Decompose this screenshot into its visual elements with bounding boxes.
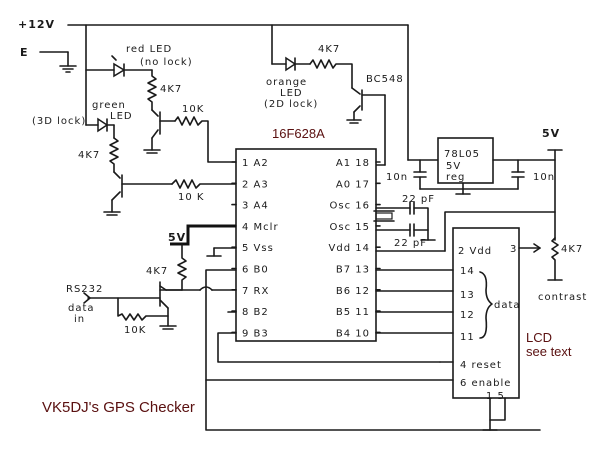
resistor-orange — [309, 59, 353, 89]
mcu-right-pin-11: B5 11 — [336, 307, 370, 318]
supply-label: +12V — [18, 18, 55, 31]
mcu-right-pin-18: A1 18 — [336, 158, 370, 169]
contrast-pot — [518, 237, 563, 281]
orange-led-note: (2D lock) — [264, 99, 318, 110]
orange-led — [271, 24, 311, 72]
mcu-right-pin-15: Osc 15 — [330, 222, 370, 233]
orange-led-label-1: orange — [266, 77, 307, 88]
lcd-ground — [482, 397, 506, 431]
data-in-label-1: data — [68, 303, 95, 314]
regulator-line2: 5V — [446, 161, 461, 172]
transistor-green — [103, 171, 173, 216]
mclr-5v-line — [170, 224, 236, 246]
lcd-pin-vdd: 2 Vdd — [458, 246, 492, 257]
mcu-left-pin-7: 7 RX — [242, 286, 269, 297]
lcd-pin-reset: 4 reset — [460, 360, 502, 371]
resistor-base2-value: 10 K — [178, 192, 204, 203]
lcd-pin-11: 11 — [460, 332, 475, 343]
mcu-right-pin-14: Vdd 14 — [329, 243, 370, 254]
regulator-line1: 78L05 — [444, 149, 480, 160]
diagram-title: VK5DJ's GPS Checker — [42, 399, 195, 416]
green-led — [85, 117, 115, 139]
contrast-label: contrast — [538, 292, 587, 303]
b0-wire — [205, 269, 541, 431]
lcd-data-label: data — [494, 300, 521, 311]
mcu-left-pin-2: 2 A3 — [242, 179, 269, 190]
resistor-base-green — [171, 179, 241, 189]
transistor-bc548-label: BC548 — [366, 74, 404, 85]
orange-led-label-2: LED — [280, 88, 303, 99]
mcu-left-pin-1: 1 A2 — [242, 158, 269, 169]
resistor-rs232-value: 10K — [124, 325, 146, 336]
vdd-wiring — [375, 211, 556, 252]
lcd-label: LCD — [526, 330, 552, 345]
data-in-label-2: in — [74, 314, 85, 325]
resistor-rs232 — [117, 297, 169, 321]
mcu-right-pin-13: B7 13 — [336, 265, 370, 276]
red-led-label: red LED — [126, 44, 172, 55]
power-rail-12v — [67, 24, 439, 161]
regulator-wiring — [413, 149, 563, 241]
red-led-note: (no lock) — [140, 57, 193, 68]
rs232-label: RS232 — [66, 284, 103, 295]
lcd-pin-14: 14 — [460, 266, 475, 277]
mcu-left-pin-8: 8 B2 — [242, 307, 269, 318]
lcd-pin-gnd: 1 5 — [486, 391, 505, 402]
green-led-label-2: LED — [110, 111, 133, 122]
lcd-pin-12: 12 — [460, 310, 475, 321]
regulator-78l05 — [437, 137, 494, 184]
mcu-right-pin-10: B4 10 — [336, 328, 370, 339]
resistor-red — [147, 69, 157, 111]
earth-label: E — [20, 46, 29, 59]
resistor-base-red — [174, 116, 241, 163]
mcu-left-pin-9: 9 B3 — [242, 328, 269, 339]
regulator-line3: reg — [446, 172, 465, 183]
regulated-5v-label: 5V — [542, 127, 560, 140]
transistor-rs232 — [83, 281, 183, 330]
resistor-contrast-value: 4K7 — [561, 244, 583, 255]
cap-osc1-value: 22 pF — [402, 194, 435, 205]
lcd-pin-contrast: 3 — [510, 244, 517, 255]
data-brace — [479, 271, 493, 339]
mcu-left-pin-4: 4 Mclr — [242, 222, 279, 233]
mcu-left-pin-3: 3 A4 — [242, 201, 269, 212]
resistor-red-value: 4K7 — [160, 84, 182, 95]
mcu-right-pin-12: B6 12 — [336, 286, 370, 297]
lcd-note: see text — [526, 344, 572, 359]
mcu-left-pin-6: 6 B0 — [242, 265, 269, 276]
green-led-label-1: green — [92, 100, 126, 111]
mcu-right-pin-17: A0 17 — [336, 179, 370, 190]
cap-in-value: 10n — [386, 172, 408, 183]
mcu-left-pin-5: 5 Vss — [242, 243, 274, 254]
lcd-pin-enable: 6 enable — [460, 378, 511, 389]
lcd-pin-13: 13 — [460, 290, 475, 301]
mclr-5v-label: 5V — [168, 231, 186, 244]
resistor-base1-value: 10K — [182, 104, 204, 115]
transistor-bc548 — [346, 87, 386, 166]
resistor-orange-value: 4K7 — [318, 44, 340, 55]
green-led-note: (3D lock) — [32, 116, 86, 127]
mcu-chip — [235, 148, 377, 342]
resistor-green — [109, 137, 119, 173]
vss-ground — [206, 247, 237, 257]
transistor-red — [143, 109, 176, 154]
resistor-pullup-value: 4K7 — [146, 266, 168, 277]
mcu-right-pin-16: Osc 16 — [330, 201, 370, 212]
resistor-green-value: 4K7 — [78, 150, 100, 161]
resistor-pullup — [177, 243, 187, 291]
cap-osc2-value: 22 pF — [394, 238, 427, 249]
cap-out-value: 10n — [533, 172, 555, 183]
red-led — [85, 55, 153, 78]
data-bus-wires — [205, 269, 454, 381]
b3-wire — [217, 332, 441, 363]
mcu-name: 16F628A — [272, 126, 325, 141]
earth-terminal — [39, 51, 77, 73]
crystal-oscillator — [373, 201, 436, 241]
